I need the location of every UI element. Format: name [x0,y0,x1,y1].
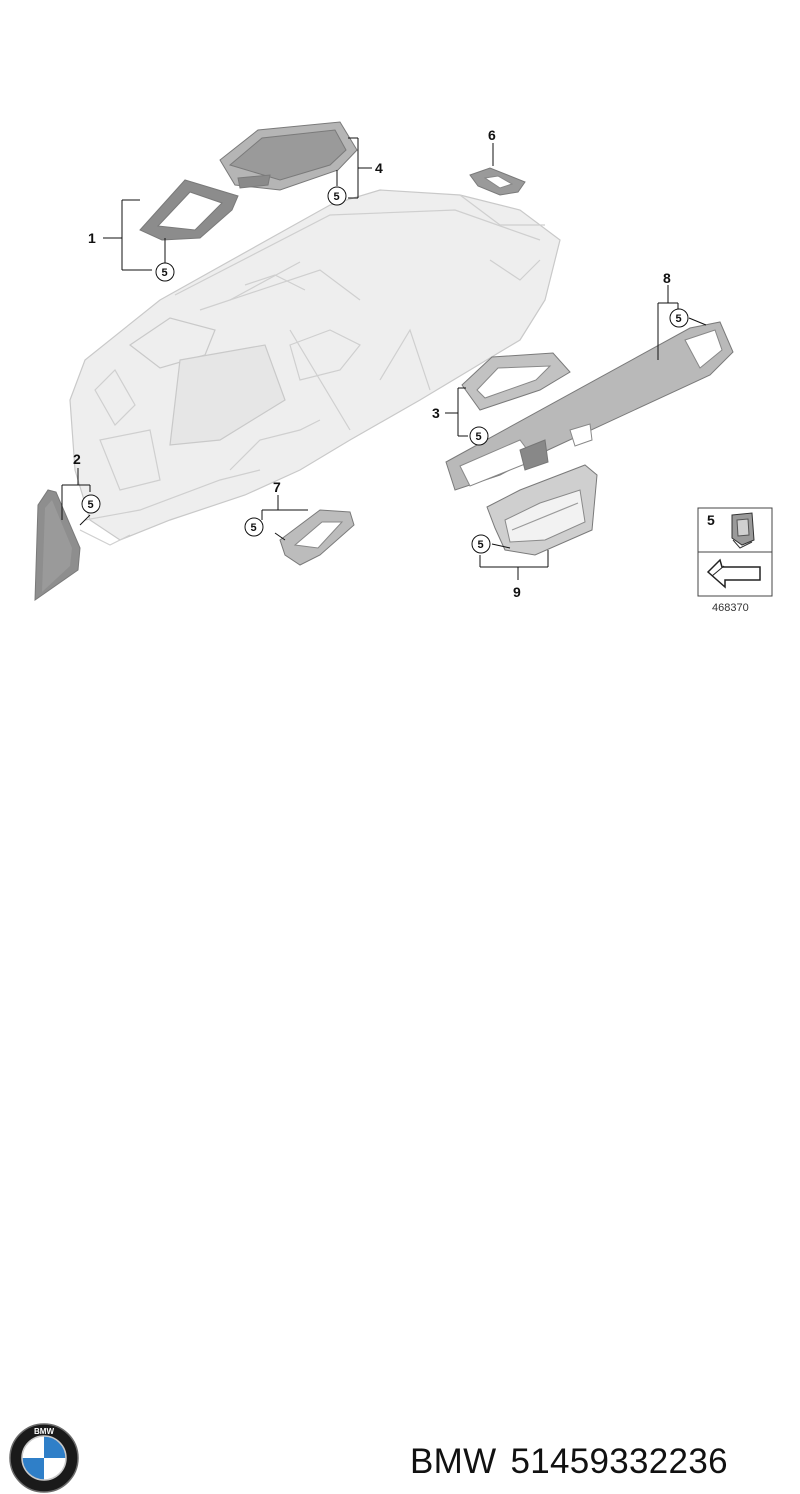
parts-diagram: 1 2 3 4 6 7 8 9 5 5 5 5 5 5 [34,121,773,614]
part-9-trim [486,464,598,556]
part-6-vent [469,167,526,196]
svg-text:BMW: BMW [34,1427,54,1436]
clip-ref-part-3: 5 [469,426,489,446]
callout-2: 2 [73,451,81,467]
part-3-trim [461,352,571,411]
doc-number: 468370 [712,602,749,614]
svg-text:5: 5 [162,267,168,279]
part-7-vent [279,509,355,566]
bmw-logo-icon: BMW [9,1423,79,1493]
leader-lines [61,137,707,580]
svg-text:5: 5 [88,499,94,511]
clip-ref-part-2: 5 [81,494,101,514]
part-1-frame [139,179,239,241]
callout-8: 8 [663,270,671,286]
part-number: 51459332236 [510,1442,728,1481]
callout-4: 4 [375,160,383,176]
callout-3: 3 [432,405,440,421]
clip-ref-part-8: 5 [669,308,689,328]
callout-9: 9 [513,584,521,600]
part-8-strip [445,321,734,491]
legend-item-number: 5 [707,512,715,528]
svg-text:5: 5 [478,539,484,551]
svg-text:5: 5 [334,191,340,203]
part-caption: BMW 51459332236 [410,1442,728,1482]
dashboard-ghost [69,189,561,546]
callout-numbers: 1 2 3 4 6 7 8 9 [73,127,671,600]
clip-ref-part-4: 5 [327,186,347,206]
clip-ref-part-1: 5 [155,262,175,282]
clip-ref-part-7: 5 [244,517,264,537]
clip-references: 5 5 5 5 5 5 5 [81,186,689,554]
clip-ref-part-9: 5 [471,534,491,554]
part-2-panel [34,489,81,601]
arrow-icon [706,558,761,589]
callout-6: 6 [488,127,496,143]
legend-box: 5 468370 [697,507,773,614]
brand-name: BMW [410,1442,497,1481]
svg-text:5: 5 [676,313,682,325]
svg-text:5: 5 [476,431,482,443]
svg-text:5: 5 [251,522,257,534]
part-4-cover [219,121,358,191]
callout-1: 1 [88,230,96,246]
footer: BMW BMW 51459332236 [0,700,800,1493]
callout-7: 7 [273,479,281,495]
clip-icon [731,512,755,549]
